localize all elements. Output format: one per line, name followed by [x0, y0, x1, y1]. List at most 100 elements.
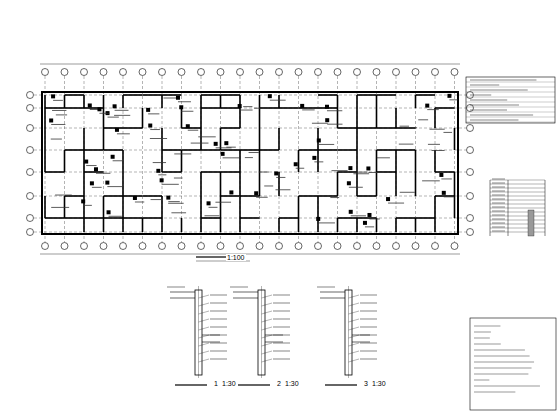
stroke — [349, 343, 360, 346]
stroke — [388, 203, 404, 204]
stroke — [217, 69, 224, 76]
stroke — [466, 92, 555, 93]
stroke — [377, 149, 397, 151]
stroke — [490, 228, 545, 229]
stroke — [274, 171, 278, 175]
stroke — [27, 215, 34, 222]
stroke — [273, 327, 290, 328]
stroke — [217, 243, 224, 250]
stroke — [396, 217, 416, 219]
stroke — [377, 94, 397, 96]
stroke — [298, 76, 299, 242]
stroke — [238, 384, 270, 385]
stroke — [338, 217, 358, 219]
stroke — [162, 76, 163, 242]
stroke — [432, 69, 439, 76]
stroke — [396, 76, 397, 242]
stroke — [349, 327, 360, 330]
stroke — [273, 303, 290, 304]
stroke — [34, 218, 466, 219]
stroke — [302, 109, 314, 110]
stroke — [104, 217, 124, 219]
stroke — [107, 210, 111, 214]
stroke — [142, 108, 144, 128]
stroke — [467, 125, 474, 132]
stroke — [198, 69, 205, 76]
stroke — [254, 108, 268, 109]
stroke — [415, 95, 417, 108]
stroke — [259, 172, 269, 173]
stroke — [474, 338, 490, 339]
stroke — [64, 150, 66, 172]
stroke — [441, 178, 451, 179]
stroke — [122, 172, 124, 196]
stroke — [360, 343, 377, 344]
stroke — [357, 195, 377, 197]
stroke — [386, 197, 390, 201]
stroke — [150, 138, 167, 139]
stroke — [65, 94, 85, 96]
stroke — [143, 195, 163, 197]
stroke — [171, 212, 186, 213]
stroke — [334, 243, 341, 250]
stroke — [276, 177, 285, 178]
stroke — [338, 127, 358, 129]
stroke — [27, 105, 34, 112]
stroke — [83, 218, 85, 232]
stroke — [466, 97, 555, 98]
stroke — [490, 224, 545, 225]
stroke — [240, 195, 260, 197]
stroke — [148, 124, 152, 128]
stroke — [114, 115, 130, 116]
stroke — [51, 139, 62, 140]
stroke — [451, 69, 458, 76]
stroke — [84, 149, 104, 151]
stroke — [350, 172, 367, 173]
stroke — [349, 351, 360, 354]
stroke — [166, 196, 170, 200]
stroke — [360, 303, 377, 304]
stroke — [181, 150, 183, 172]
stroke — [201, 107, 221, 109]
stroke — [265, 342, 283, 343]
stroke — [439, 173, 443, 177]
stroke — [279, 217, 299, 219]
stroke — [319, 144, 334, 145]
stroke — [45, 107, 65, 109]
stroke — [221, 171, 241, 173]
stroke — [490, 212, 545, 213]
stroke — [200, 196, 202, 218]
stroke — [122, 95, 124, 108]
stroke — [492, 199, 505, 200]
stroke — [61, 69, 68, 76]
stroke — [237, 69, 244, 76]
stroke — [349, 303, 360, 306]
stroke — [226, 147, 235, 148]
stroke — [99, 113, 109, 114]
stroke — [178, 101, 191, 102]
stroke — [245, 157, 253, 158]
stroke — [273, 359, 290, 360]
stroke — [108, 117, 119, 118]
stroke — [325, 105, 329, 109]
stroke — [407, 127, 417, 128]
stroke — [492, 223, 505, 224]
stroke — [199, 303, 210, 306]
stroke — [295, 69, 302, 76]
stroke — [376, 150, 378, 172]
stroke — [123, 76, 124, 242]
stroke — [279, 76, 280, 242]
stroke — [369, 218, 379, 219]
stroke — [90, 181, 94, 185]
stroke — [492, 231, 505, 232]
stroke — [220, 218, 222, 232]
stroke — [210, 335, 227, 336]
stroke — [474, 374, 528, 375]
stroke — [349, 295, 360, 298]
stroke — [199, 351, 210, 354]
stroke — [396, 149, 416, 151]
scale-label: 1:100 — [226, 254, 246, 261]
stroke — [294, 162, 298, 166]
stroke — [200, 218, 202, 232]
